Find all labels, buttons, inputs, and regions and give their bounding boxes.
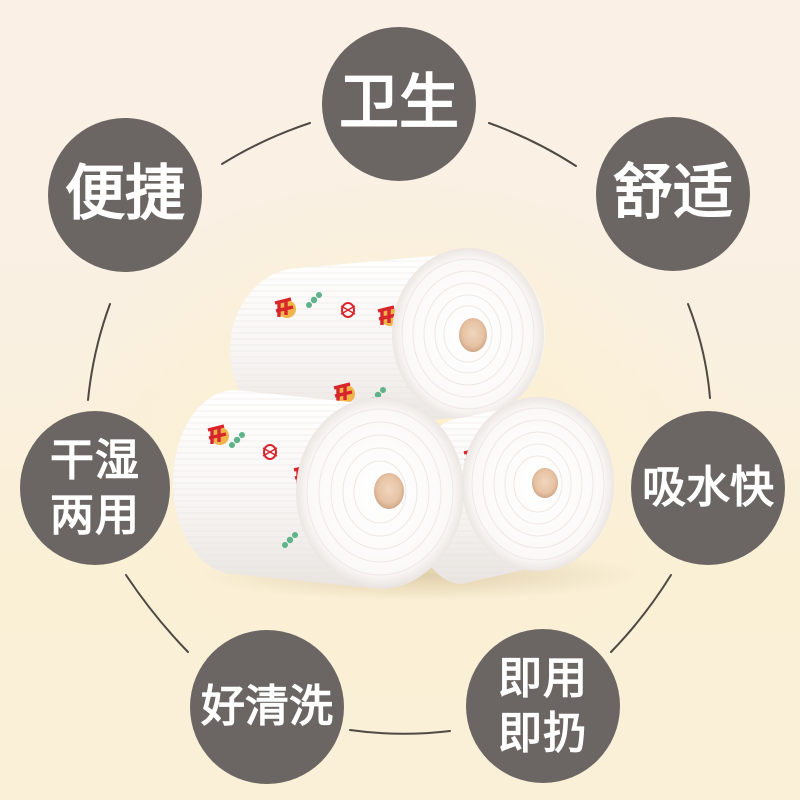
feature-label: 卫生 [339, 68, 459, 139]
arc-top-left [221, 122, 311, 165]
arc-lower-right [610, 574, 672, 653]
ring-connector-arcs [87, 122, 711, 735]
feature-label: 吸水快 [642, 462, 774, 514]
arc-top-right [488, 122, 577, 167]
feature-label: 干湿 两用 [50, 435, 140, 541]
feature-label: 舒适 [613, 158, 733, 229]
paper-roll-left [173, 390, 464, 589]
paper-roll-top [230, 248, 545, 432]
feature-badge-wet-dry: 干湿 两用 [20, 411, 170, 565]
arc-lower-left [125, 574, 189, 653]
feature-badge-comfortable: 舒适 [596, 117, 750, 271]
paper-roll-icon [173, 248, 640, 601]
paper-roll-right [411, 397, 614, 584]
feature-badge-easy-clean: 好清洗 [190, 630, 344, 784]
feature-badge-absorbent: 吸水快 [631, 411, 785, 565]
arc-bottom [349, 729, 451, 735]
feature-badge-hygienic: 卫生 [322, 27, 476, 181]
feature-label: 好清洗 [201, 681, 333, 733]
arc-left [87, 303, 111, 401]
feature-label: 即用 即扔 [498, 653, 588, 759]
feature-badge-convenient: 便捷 [48, 118, 202, 272]
feature-badge-disposable: 即用 即扔 [466, 629, 620, 783]
arc-right [687, 303, 711, 399]
feature-label: 便捷 [65, 159, 185, 230]
